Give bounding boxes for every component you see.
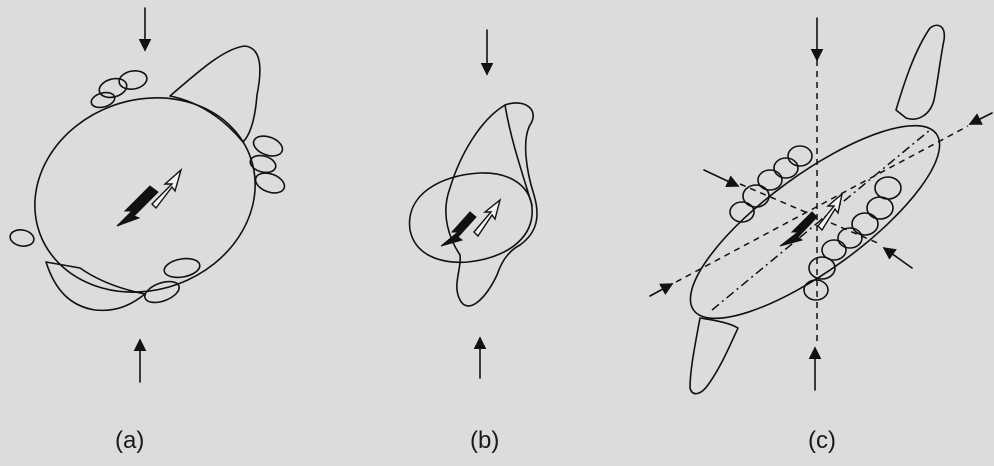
panel-b: [410, 30, 538, 378]
panel-label-b: (b): [470, 427, 499, 455]
panel-label-c: (c): [808, 427, 836, 455]
arrow-upper-left-c: [704, 170, 738, 186]
strain-shadow-lower-c: [690, 318, 738, 394]
strain-shadow-upper-c: [896, 25, 944, 119]
strain-shadow-upper-right: [170, 46, 260, 142]
panel-a: [7, 8, 287, 382]
shear-arrow-filled-c: [780, 212, 817, 246]
bubbles-upper-c: [730, 146, 812, 222]
shear-arrow-open-a: [152, 170, 181, 208]
long-axis-c: [712, 130, 930, 310]
arrow-lower-right-c: [884, 248, 912, 268]
arrow-lower-left-c: [650, 284, 672, 296]
shear-arrow-filled-a: [117, 186, 158, 226]
oblique-axis-c: [676, 126, 968, 282]
bubbles-lower-c: [804, 177, 901, 300]
arrow-upper-right-c: [970, 113, 992, 124]
strain-shadow-b: [446, 103, 537, 306]
shear-arrow-open-c: [818, 194, 842, 230]
panel-c: [650, 18, 992, 394]
panel-label-a: (a): [115, 427, 144, 455]
grain-ellipse-c: [665, 95, 964, 349]
shear-arrow-open-b: [474, 200, 500, 236]
